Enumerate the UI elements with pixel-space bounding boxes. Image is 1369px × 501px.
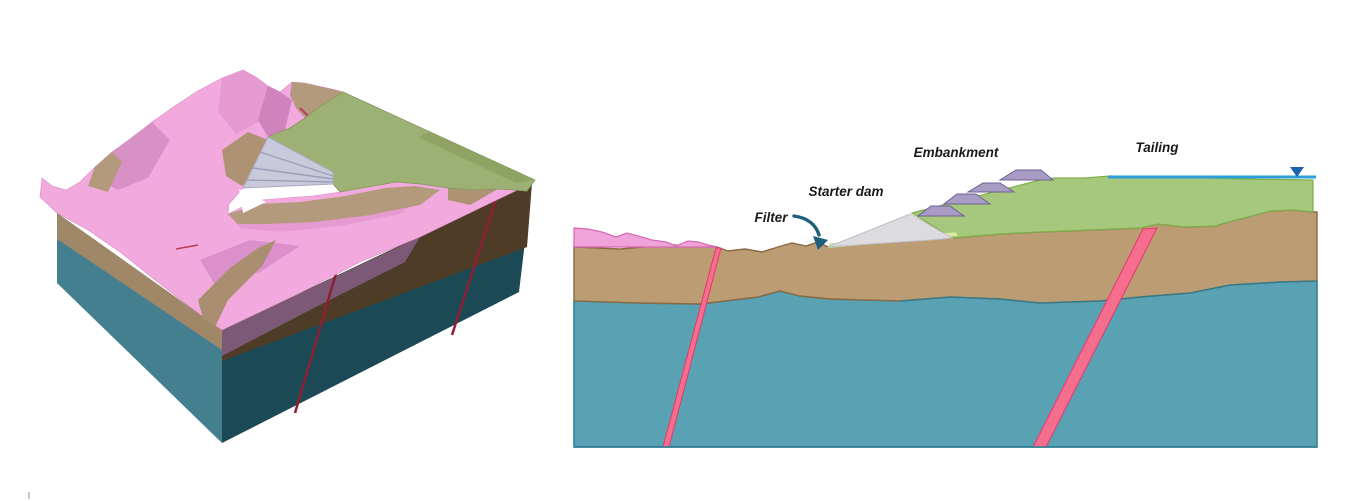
- fault-trace-surface: [175, 244, 199, 250]
- terrain-shade-facet: [258, 86, 292, 137]
- terrain-tan-patch: [448, 188, 498, 205]
- cross-section-diagram: Filter Starter dam Embankment Tailing: [573, 140, 1318, 448]
- label-tailing: Tailing: [1136, 140, 1180, 155]
- embankment-raise: [998, 169, 1055, 181]
- terrain-shade-facet: [218, 70, 268, 134]
- terrain-tan-patch: [222, 132, 268, 186]
- label-filter: Filter: [754, 210, 788, 225]
- dam-terrace-line: [252, 167, 334, 180]
- tailings-plateau-slope: [418, 132, 535, 183]
- block-left-face-bedrock: [57, 213, 222, 443]
- terrain-tan-patch: [228, 186, 440, 224]
- starter-dam-shape: [827, 213, 954, 248]
- tailings-plateau: [267, 91, 536, 193]
- label-starter-dam: Starter dam: [808, 184, 883, 199]
- block-right-face-terrain-cut: [222, 237, 420, 356]
- terrain-tan-patch: [88, 152, 122, 192]
- terrain-tan-patch: [198, 240, 276, 327]
- terrain-tan-patch: [290, 82, 343, 118]
- filter-arrow-head: [813, 236, 828, 250]
- fault-line-3d-right: [450, 186, 502, 336]
- pink-rock-cap: [573, 227, 718, 248]
- filter-arrow: [792, 214, 821, 237]
- dam-terrace-line: [246, 179, 334, 183]
- valley-gap: [239, 189, 266, 213]
- fault-trace-surface: [299, 107, 309, 117]
- edge-artifact-tick: [28, 492, 30, 499]
- embankment-raise: [966, 182, 1016, 193]
- terrain-3d-model: [39, 69, 536, 443]
- terrain-shade-facet: [100, 122, 170, 190]
- embankment-raise: [916, 205, 966, 217]
- block-left-face-soil-band: [57, 213, 222, 350]
- dam-terrace-line: [259, 151, 334, 177]
- fault-line-3d-left: [293, 269, 339, 414]
- embankment-raise: [942, 193, 992, 205]
- water-level-icon: [1290, 167, 1304, 177]
- label-embankment: Embankment: [914, 145, 999, 160]
